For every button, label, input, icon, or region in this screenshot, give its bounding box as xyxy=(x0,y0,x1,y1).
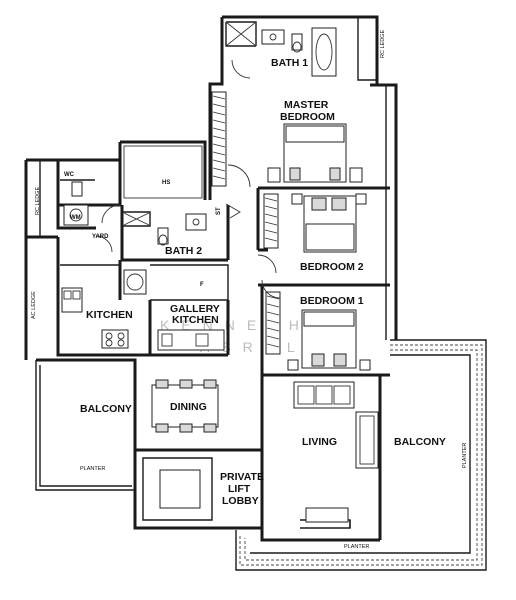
label-living: LIVING xyxy=(302,436,337,448)
label-bath1: BATH 1 xyxy=(271,57,308,69)
gallery-counter xyxy=(157,329,225,351)
label-hs: HS xyxy=(162,180,170,186)
label-master-line1: MASTER xyxy=(284,99,329,111)
armchair xyxy=(355,411,379,469)
label-wm: WM xyxy=(70,215,81,221)
hs-room xyxy=(123,145,203,199)
label-balcony-left: BALCONY xyxy=(80,403,132,415)
furniture xyxy=(61,21,379,523)
dining-table xyxy=(151,384,219,428)
sink-bath2 xyxy=(185,213,207,231)
label-lift-line2: LIFT xyxy=(228,483,251,495)
label-yard: YARD xyxy=(92,234,109,240)
label-planter-left: PLANTER xyxy=(80,466,105,472)
bedroom2-wardrobe xyxy=(263,193,279,249)
label-bedroom2: BEDROOM 2 xyxy=(300,261,364,273)
label-lift-line1: PRIVATE xyxy=(220,471,264,483)
label-master-line2: BEDROOM xyxy=(280,111,335,123)
label-bath2: BATH 2 xyxy=(165,245,202,257)
kitchen-hob xyxy=(101,329,129,349)
tv-console xyxy=(305,507,349,523)
label-bedroom1: BEDROOM 1 xyxy=(300,295,364,307)
lift-car xyxy=(159,469,201,509)
label-kitchen: KITCHEN xyxy=(86,309,133,321)
label-rc-ledge-top: RC LEDGE xyxy=(380,30,386,58)
label-ac-ledge: AC LEDGE xyxy=(31,291,37,319)
washing-machine xyxy=(63,204,89,226)
toilet-wc xyxy=(71,181,83,197)
sink-bath1 xyxy=(261,29,285,45)
room-labels: BATH 1 MASTER BEDROOM HS WC WM YARD BATH… xyxy=(64,57,446,507)
label-dining: DINING xyxy=(170,401,207,413)
label-planter-bottom: PLANTER xyxy=(344,544,369,550)
ledge-labels: RC LEDGE RC LEDGE AC LEDGE PLANTER PLANT… xyxy=(31,30,468,550)
label-st: ST xyxy=(216,207,222,215)
label-planter-right: PLANTER xyxy=(462,443,468,468)
label-balcony-right: BALCONY xyxy=(394,436,446,448)
label-wc: WC xyxy=(64,172,75,178)
label-f: F xyxy=(200,282,204,288)
walls xyxy=(24,15,487,571)
label-gallery-line1: GALLERY xyxy=(170,303,220,315)
toilet-bath2 xyxy=(157,227,169,245)
label-rc-ledge-left: RC LEDGE xyxy=(35,187,41,215)
kitchen-sink xyxy=(61,287,83,313)
label-gallery-line2: KITCHEN xyxy=(172,314,219,326)
label-lift-line3: LOBBY xyxy=(222,495,259,507)
